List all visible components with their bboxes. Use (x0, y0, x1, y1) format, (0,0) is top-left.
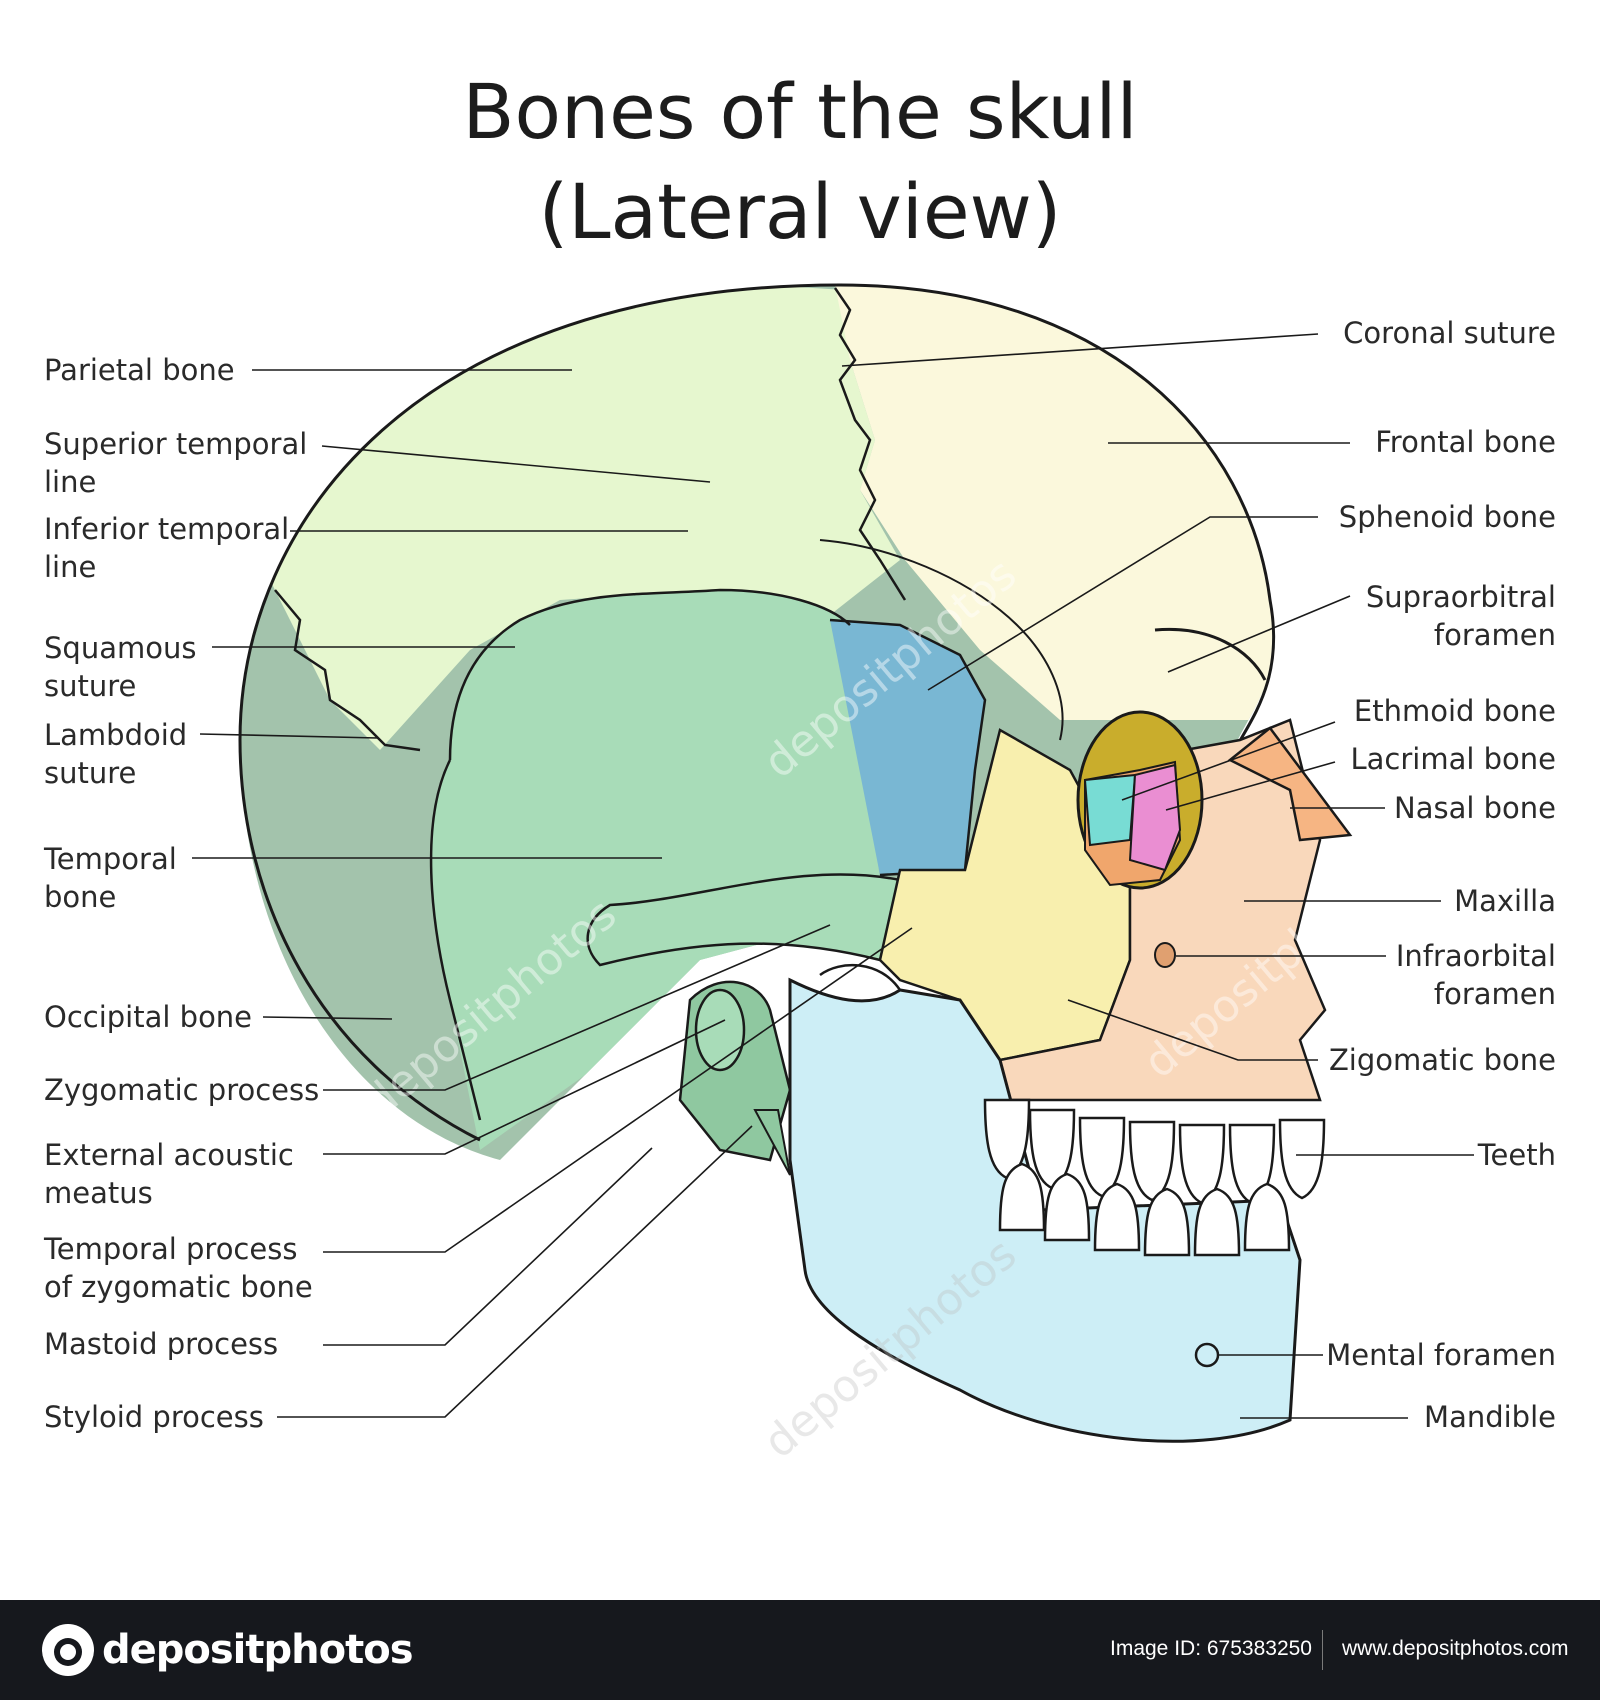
leader-supraorbital (1167, 595, 1351, 673)
label-temporal-bone: Temporal bone (44, 842, 177, 914)
leader-zygomatic-bone (1067, 999, 1318, 1061)
teeth-group (983, 1098, 1326, 1257)
nasal-bone-shape (1227, 726, 1353, 842)
label-frontal-bone: Frontal bone (1375, 425, 1556, 459)
skull-illustration: depositphotos depositphotos depositphoto… (192, 283, 1474, 1468)
lower-tooth (1143, 1187, 1191, 1257)
maxilla-shape (998, 718, 1327, 1102)
label-ethmoid-bone: Ethmoid bone (1353, 694, 1556, 728)
leader-ethmoid (1121, 721, 1336, 801)
label-sphenoid-bone: Sphenoid bone (1338, 500, 1556, 534)
label-mental-foramen: Mental foramen (1326, 1338, 1556, 1372)
ethmoid-shape (1083, 773, 1137, 847)
label-superior-temporal-line: Superior temporal line (44, 427, 308, 499)
leader-zygomatic-process (323, 924, 831, 1091)
label-parietal-bone: Parietal bone (44, 353, 235, 387)
mandible-shape (788, 977, 1302, 1443)
label-coronal-suture: Coronal suture (1343, 316, 1556, 350)
lower-tooth (998, 1162, 1046, 1232)
label-mandible: Mandible (1424, 1400, 1556, 1434)
diagram-title: Bones of the skull (Lateral view) (0, 62, 1600, 262)
label-zygomatic-bone: Zigomatic bone (1328, 1043, 1556, 1077)
leader-lacrimal (1165, 761, 1336, 811)
site-url-link[interactable]: www.depositphotos.com (1342, 1637, 1569, 1660)
sphenoid-region (830, 620, 985, 875)
label-supraorbital-foramen: Supraorbitral foramen (1365, 580, 1556, 652)
lower-tooth (1193, 1187, 1241, 1257)
label-zygomatic-process: Zygomatic process (44, 1073, 320, 1107)
footer-divider (1322, 1630, 1323, 1670)
leader-temporal-process (323, 927, 913, 1253)
image-id-text: Image ID: 675383250 (1110, 1637, 1312, 1660)
label-infraorbital-foramen: Infraorbital foramen (1395, 939, 1556, 1011)
leader-acoustic (323, 1019, 726, 1155)
label-occipital-bone: Occipital bone (44, 1000, 253, 1034)
zygomatic-arch (586, 873, 902, 967)
leader-occipital (262, 1016, 393, 1020)
title-line-1: Bones of the skull (462, 67, 1138, 156)
title-line-2: (Lateral view) (538, 167, 1062, 256)
label-external-acoustic-meatus: External acoustic meatus (44, 1138, 294, 1210)
upper-tooth (1278, 1118, 1326, 1200)
leader-mastoid (323, 1147, 653, 1346)
camera-logo-icon (42, 1624, 94, 1676)
label-temporal-process: Temporal process of zygomatic bone (44, 1232, 313, 1304)
label-maxilla: Maxilla (1454, 884, 1556, 918)
leader-superior-temporal (321, 445, 711, 483)
acoustic-meatus-shape (694, 988, 746, 1072)
leader-lines (192, 333, 1474, 1419)
lower-tooth (1243, 1182, 1291, 1252)
leader-coronal (841, 333, 1319, 367)
leader-sphenoid (927, 516, 1318, 691)
label-nasal-bone: Nasal bone (1394, 791, 1556, 825)
leader-lambdoid (199, 733, 379, 739)
label-lambdoid-suture: Lambdoid suture (44, 718, 188, 790)
brand-logo-text: depositphotos (102, 1627, 414, 1673)
footer-bar: depositphotos Image ID: 675383250 www.de… (0, 1600, 1600, 1700)
lacrimal-shape (1128, 763, 1182, 872)
label-squamous-suture: Squamous suture (44, 631, 197, 703)
label-teeth: Teeth (1477, 1138, 1556, 1172)
label-mastoid-process: Mastoid process (44, 1327, 279, 1361)
lower-tooth (1093, 1182, 1141, 1252)
label-inferior-temporal-line: Inferior temporal line (44, 512, 290, 584)
label-styloid-process: Styloid process (44, 1400, 264, 1434)
leader-styloid (277, 1125, 753, 1418)
lower-tooth (1043, 1172, 1091, 1242)
label-lacrimal-bone: Lacrimal bone (1350, 742, 1556, 776)
